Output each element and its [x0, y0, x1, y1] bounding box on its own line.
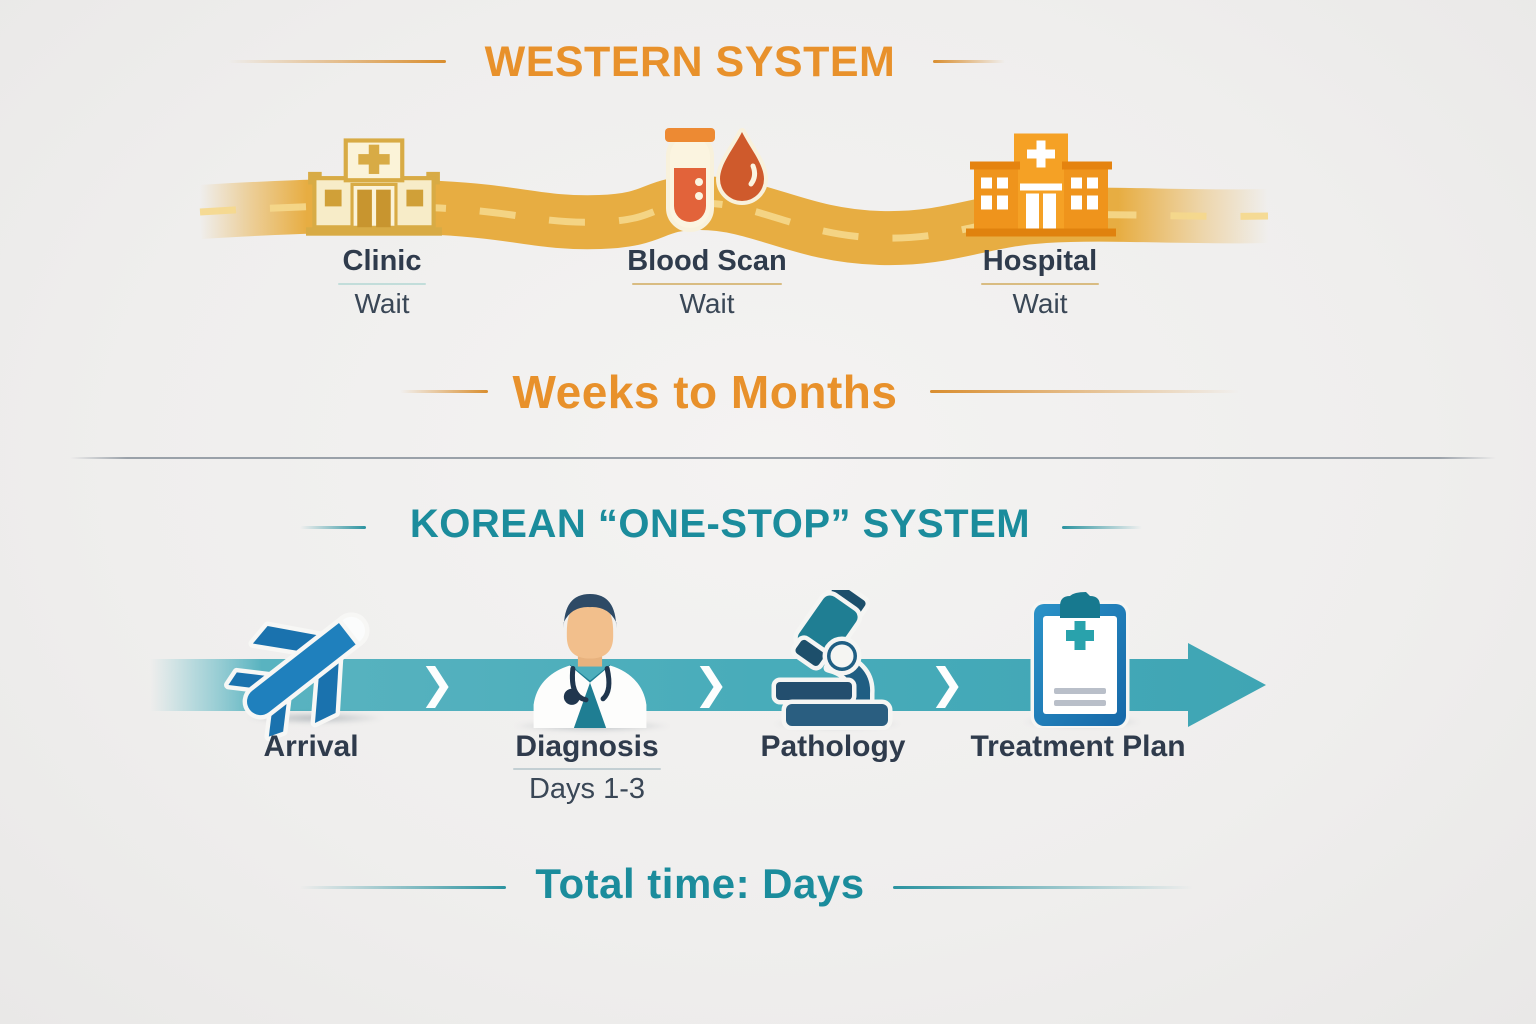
doctor-icon [533, 594, 647, 728]
step-label: Pathology [760, 730, 906, 763]
step-label: Treatment Plan [970, 730, 1186, 763]
total-line-left [300, 886, 506, 889]
step-sub-label: Wait [1012, 287, 1068, 319]
blood-test-icon [665, 128, 768, 232]
total-line-right [893, 886, 1193, 889]
western-system-title: WESTERN SYSTEM [484, 38, 896, 86]
step-underline [632, 282, 782, 285]
nose-tip [337, 612, 370, 647]
step-label: Diagnosis [515, 730, 659, 763]
step-sub-label: Days 1-3 [528, 773, 646, 805]
step-label: Hospital [982, 245, 1098, 277]
western-duration-label: Weeks to Months [512, 366, 898, 418]
step-label: Arrival [263, 730, 359, 763]
step-sub-label: Wait [354, 287, 410, 319]
korean-total-time: Total time:Days [0, 860, 1400, 908]
western-step-hospital: Hospital Wait [910, 245, 1170, 320]
western-step-clinic: Clinic Wait [252, 245, 512, 320]
western-title-line-left [228, 60, 446, 63]
step-underline [338, 282, 426, 285]
korean-step-diagnosis: Diagnosis Days 1-3 [457, 730, 717, 806]
clipboard-icon [1030, 592, 1130, 728]
coat-lapel-right [590, 665, 645, 728]
korean-step-arrival: Arrival [181, 730, 441, 763]
arrow-band-shape [150, 643, 1266, 727]
clipboard-clip [1060, 592, 1100, 618]
chevron-icon: ❯ [929, 659, 965, 708]
western-step-blood-scan: Blood Scan Wait [577, 245, 837, 320]
duration-line-left [400, 390, 488, 393]
hair [563, 594, 617, 629]
base [781, 699, 893, 730]
microscope-icon [771, 590, 893, 730]
korean-step-treatment-plan: Treatment Plan [938, 730, 1218, 763]
korean-title-line-right [1062, 526, 1142, 529]
coat-lapel-left [535, 665, 590, 728]
section-divider [70, 457, 1496, 459]
chevron-icon: ❯ [419, 659, 455, 708]
hospital-windows [981, 177, 1098, 210]
western-title-line-right [933, 60, 1005, 63]
clinic-building-icon [306, 138, 442, 236]
eyepiece-tube [790, 590, 871, 671]
korean-step-pathology: Pathology [703, 730, 963, 763]
korean-system-title: KOREAN “ONE-STOP” SYSTEM [409, 502, 1031, 546]
step-underline [513, 768, 661, 770]
duration-line-right [930, 390, 1240, 393]
total-time-value: Days [762, 860, 865, 907]
step-underline [981, 282, 1099, 285]
step-label: Clinic [342, 245, 422, 277]
hospital-building-icon [966, 133, 1116, 237]
step-sub-label: Wait [679, 287, 735, 319]
airplane-icon [224, 612, 370, 742]
korean-title-line-left [300, 526, 366, 529]
hospital-doors [1026, 193, 1056, 230]
chevron-icon: ❯ [693, 659, 729, 708]
step-label: Blood Scan [627, 245, 787, 277]
test-tube-cap [665, 128, 715, 142]
one-stop-arrow-band [150, 643, 1266, 727]
hospital-cross [1027, 140, 1055, 168]
clinic-cross [358, 144, 390, 174]
total-time-prefix: Total time: [535, 860, 751, 907]
blood-droplet [716, 128, 768, 205]
droplet-highlight [748, 163, 758, 187]
stethoscope-chestpiece [563, 688, 580, 705]
face [566, 600, 614, 659]
stage [771, 677, 857, 705]
